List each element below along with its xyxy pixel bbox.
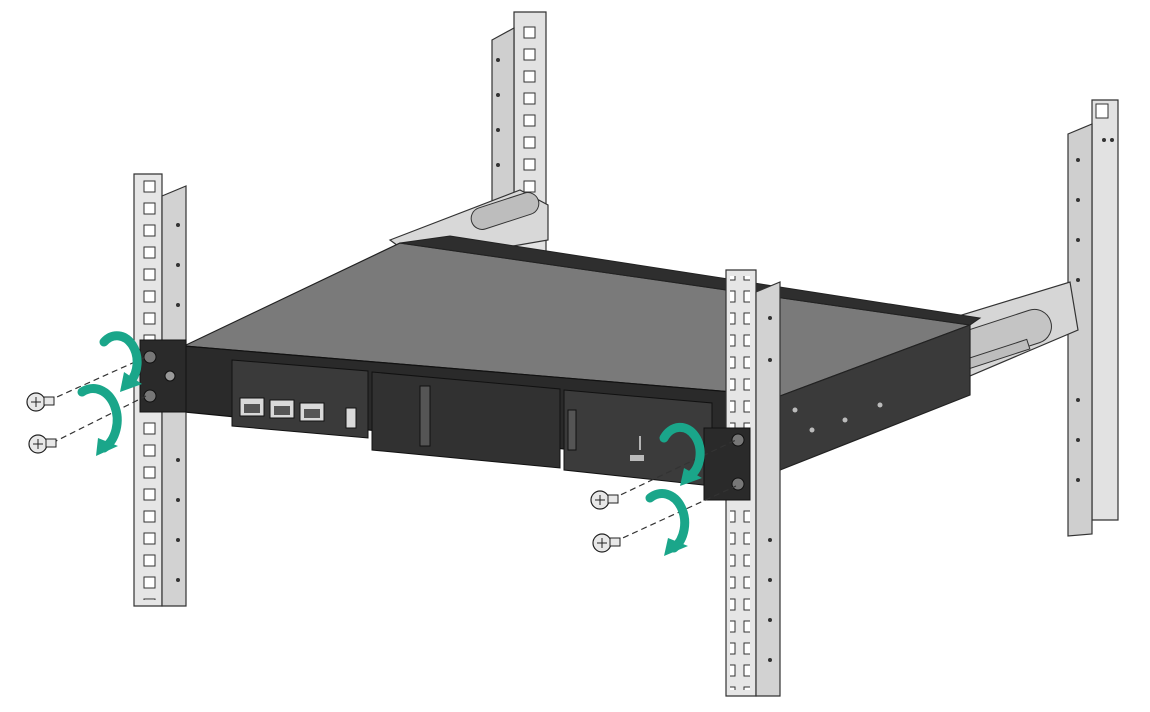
mpu-module <box>231 359 369 439</box>
screw-right-lower <box>592 485 737 553</box>
rotate-arrow-icon <box>77 384 122 456</box>
screw-left-upper <box>26 356 147 412</box>
rotate-arrow-icon <box>645 489 690 556</box>
front-right-rack-post <box>703 269 781 697</box>
ethernet-ports <box>239 397 357 429</box>
rotate-arrow-icon <box>659 422 705 486</box>
front-left-rack-post <box>133 173 187 607</box>
rotate-arrow-icon <box>99 331 142 392</box>
device-chassis <box>181 235 982 487</box>
rear-right-rack-post <box>1067 99 1119 537</box>
screw-left-lower <box>28 395 147 454</box>
screw-right-upper <box>590 439 737 510</box>
